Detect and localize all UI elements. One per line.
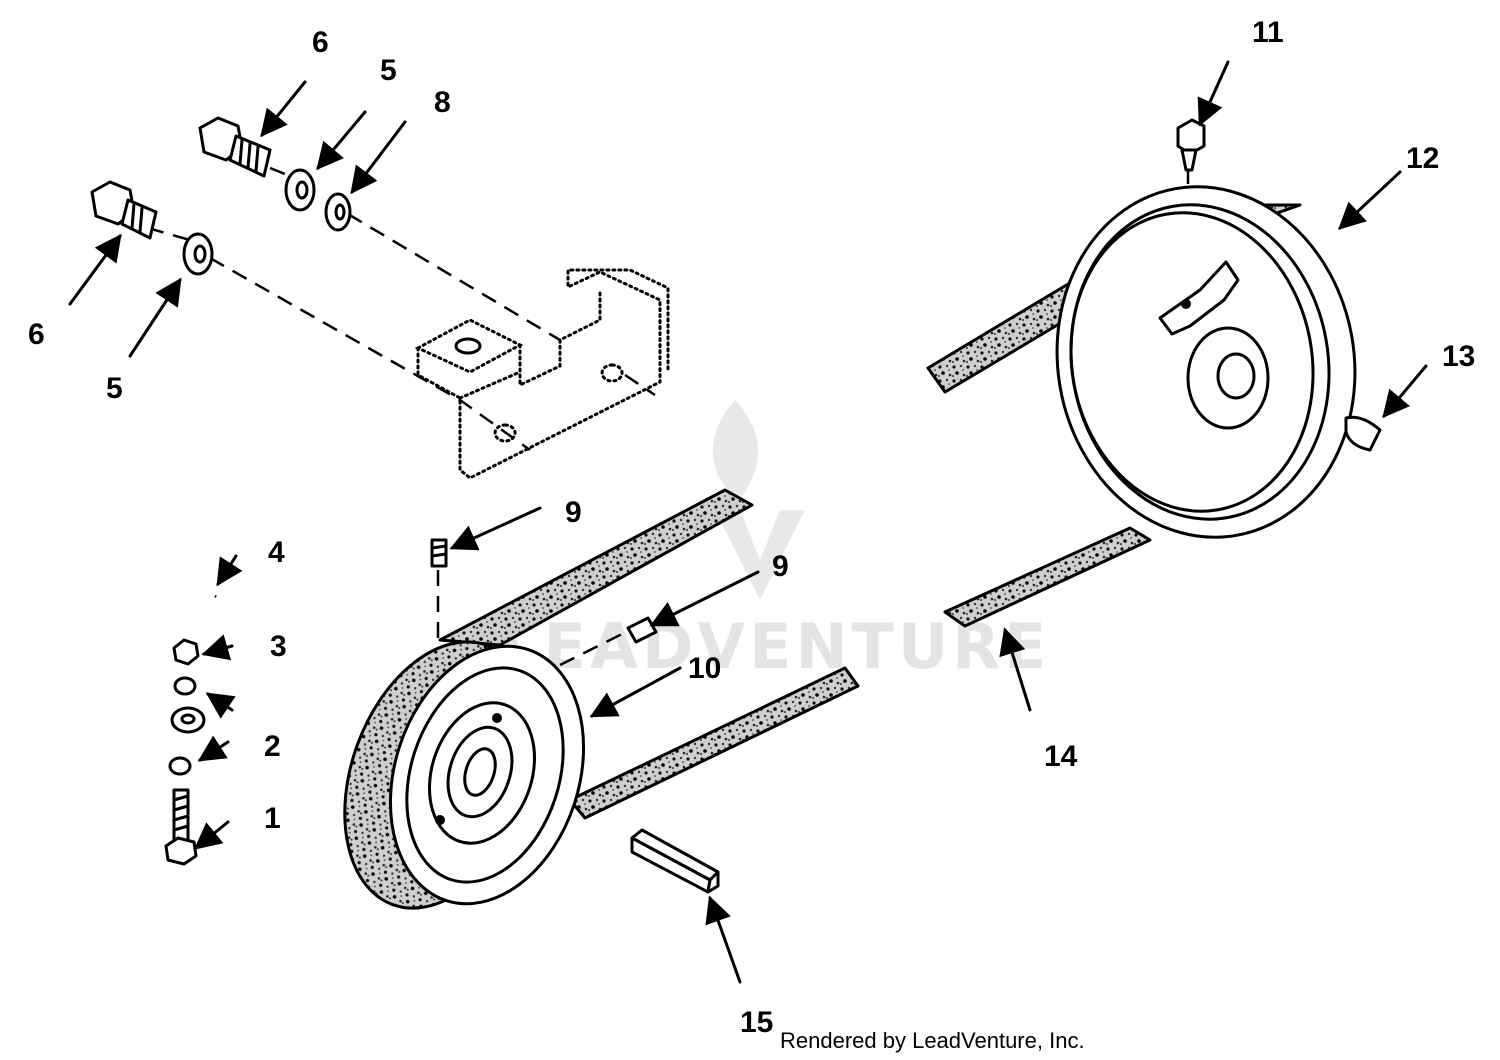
cap-screw bbox=[164, 788, 198, 866]
set-screw-upper bbox=[430, 538, 448, 568]
watermark-logo: LEADVENTURE bbox=[500, 400, 1050, 683]
callout-13: 13 bbox=[1442, 340, 1475, 373]
woodruff-key bbox=[1344, 415, 1382, 452]
set-screw-lower bbox=[626, 616, 658, 644]
callout-8: 8 bbox=[434, 86, 451, 119]
square-key bbox=[630, 828, 720, 894]
callout-5-upper: 5 bbox=[380, 54, 397, 87]
washer-upper-5 bbox=[284, 168, 316, 212]
mounting-bracket bbox=[414, 268, 670, 480]
callout-5-lower: 5 bbox=[106, 372, 123, 405]
belt-guide-rod bbox=[140, 561, 217, 734]
hex-nut bbox=[172, 638, 200, 666]
callout-4: 4 bbox=[268, 536, 285, 569]
callout-9-lower: 9 bbox=[772, 550, 789, 583]
callout-2: 2 bbox=[264, 730, 281, 763]
callout-14: 14 bbox=[1044, 740, 1078, 773]
callout-6-upper: 6 bbox=[312, 26, 329, 59]
driven-pulley bbox=[1055, 185, 1357, 539]
callout-9-upper: 9 bbox=[565, 496, 582, 529]
callout-11: 11 bbox=[1252, 16, 1284, 49]
callout-1: 1 bbox=[264, 802, 281, 835]
callout-6-lower: 6 bbox=[28, 318, 45, 351]
hex-bolt-upper bbox=[198, 116, 272, 178]
callout-10: 10 bbox=[688, 652, 721, 685]
callout-labels: 1 2 3 4 5 5 6 6 8 9 9 10 11 12 13 14 15 bbox=[28, 16, 1475, 1039]
engine-pulley bbox=[343, 640, 586, 910]
washer-small bbox=[168, 676, 197, 776]
callout-15: 15 bbox=[740, 1006, 773, 1039]
shoulder-bolt bbox=[1176, 118, 1206, 172]
credit-line: Rendered by LeadVenture, Inc. bbox=[780, 1028, 1085, 1053]
watermark-text: LEADVENTURE bbox=[500, 610, 1050, 683]
callout-12: 12 bbox=[1406, 142, 1439, 175]
v-belt bbox=[438, 203, 1302, 820]
callout-3: 3 bbox=[270, 630, 287, 663]
leader-arrows bbox=[68, 60, 1428, 984]
washer-lower-5 bbox=[182, 232, 214, 276]
hex-bolt-lower bbox=[90, 180, 158, 240]
lock-washer-8 bbox=[324, 192, 352, 232]
